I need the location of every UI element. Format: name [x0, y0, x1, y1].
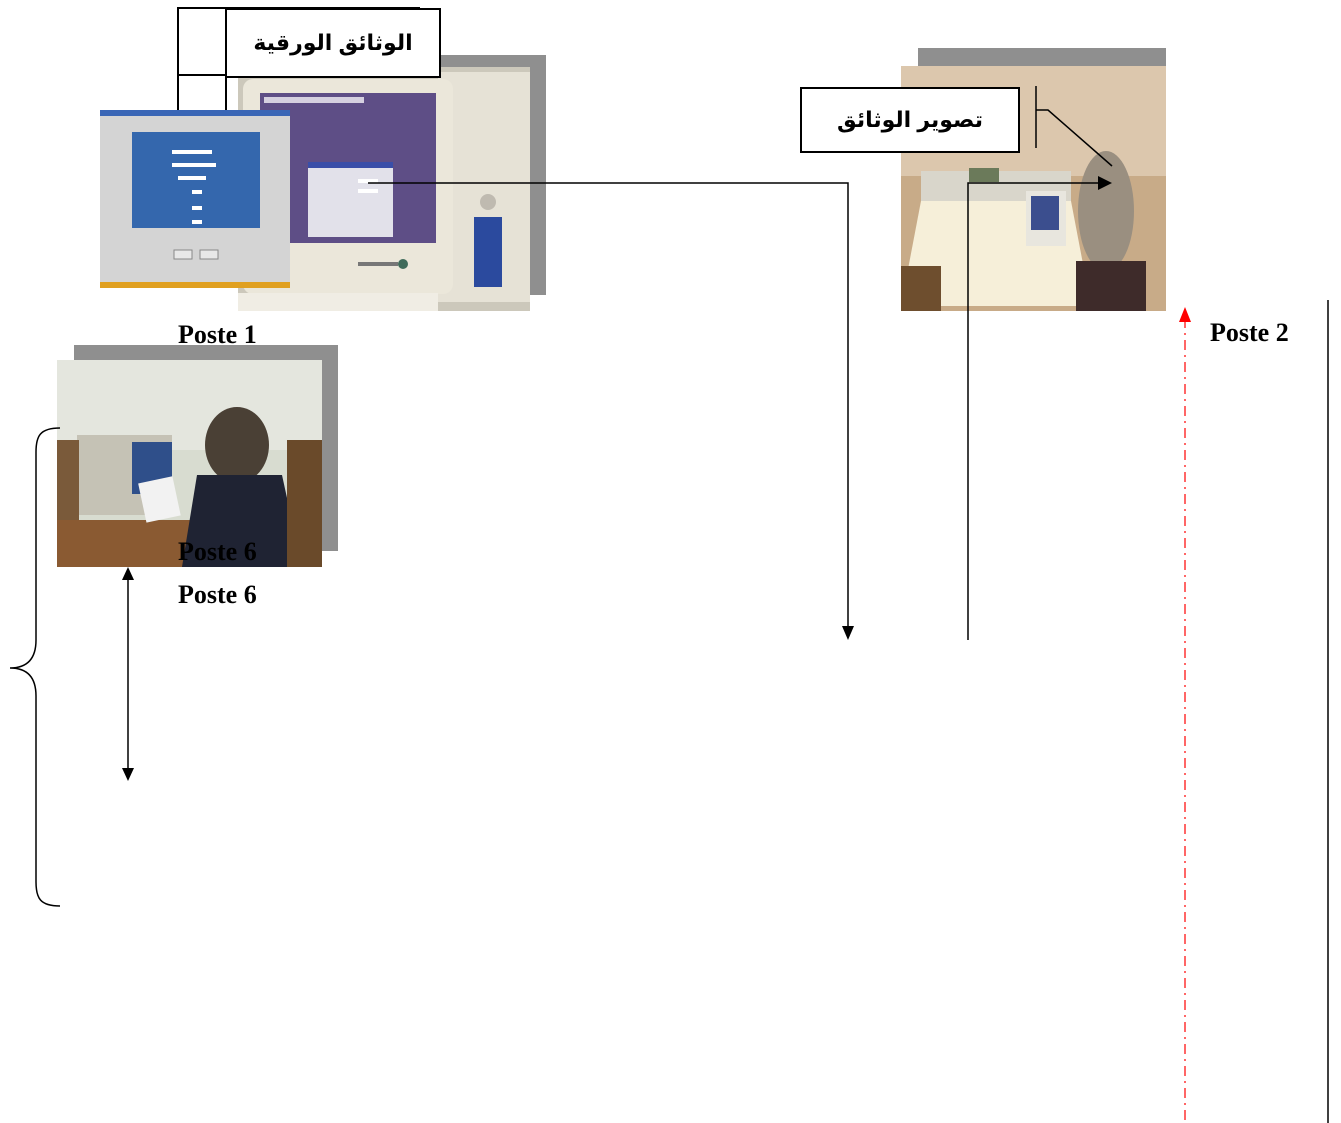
- document-scanning-label: تصوير الوثائق: [837, 107, 983, 132]
- poste2-label: Poste 2: [1210, 318, 1289, 347]
- document-scanning-callout: تصوير الوثائق: [800, 87, 1020, 153]
- poste1-dialog-screenshot: [100, 110, 290, 288]
- paper-documents-label: الوثائق الورقية: [253, 30, 413, 55]
- poste6-user-photo: [57, 360, 322, 567]
- paper-documents-callout: الوثائق الورقية: [225, 8, 441, 78]
- poste6-overlay-label: Poste 6: [178, 537, 257, 566]
- poste6-label: Poste 6: [178, 580, 257, 609]
- poste1-label: Poste 1: [178, 320, 257, 349]
